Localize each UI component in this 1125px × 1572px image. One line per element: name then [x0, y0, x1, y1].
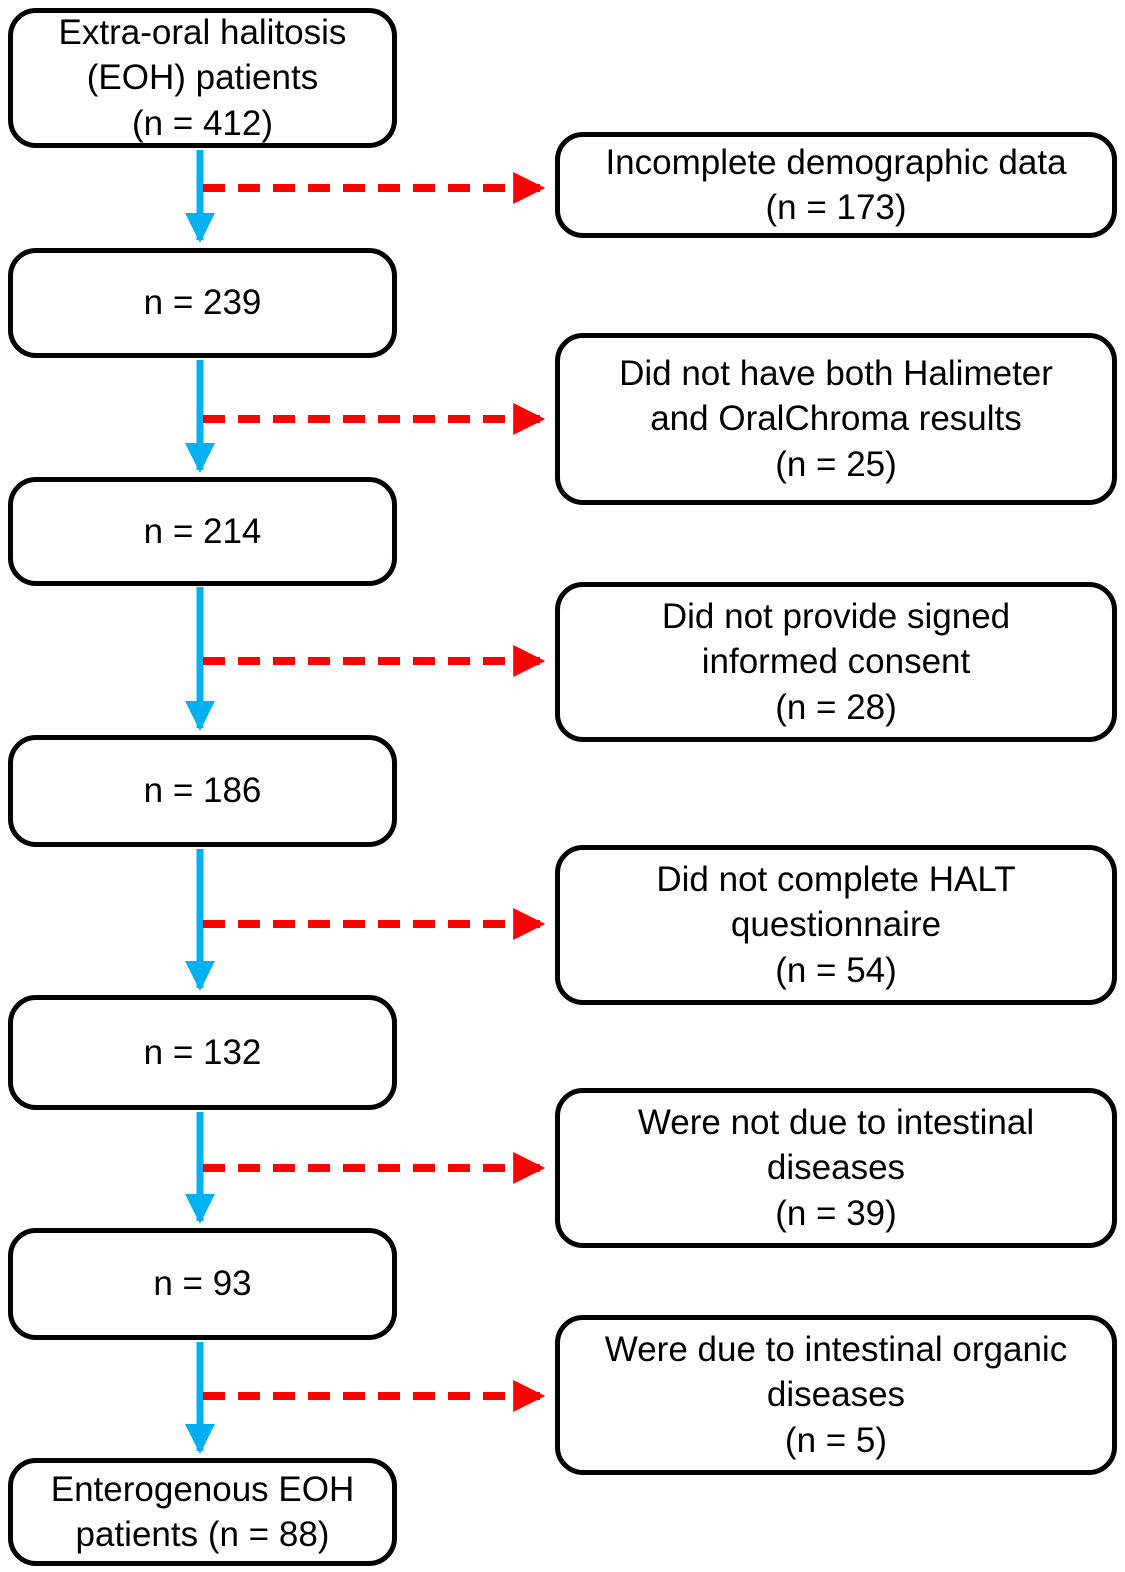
exclusion-box-label: Were due to intestinal organic diseases …: [604, 1329, 1068, 1460]
exclusion-box-label: Were not due to intestinal diseases (n =…: [637, 1102, 1035, 1233]
flow-box-label: n = 214: [143, 511, 262, 551]
flow-box-label: n = 93: [153, 1264, 252, 1304]
exclusion-box-1: Incomplete demographic data (n = 173): [555, 132, 1117, 238]
flow-box-2: n = 239: [8, 248, 397, 358]
flow-box-6: n = 93: [8, 1228, 397, 1340]
flow-box-label: n = 239: [143, 283, 262, 323]
flow-box-4: n = 186: [8, 735, 397, 847]
flow-box-1: Extra-oral halitosis (EOH) patients (n =…: [8, 8, 397, 148]
exclusion-box-3: Did not provide signed informed consent …: [555, 582, 1117, 742]
exclusion-box-6: Were due to intestinal organic diseases …: [555, 1315, 1117, 1475]
flow-box-label: Extra-oral halitosis (EOH) patients (n =…: [58, 12, 347, 143]
flow-box-7: Enterogenous EOH patients (n = 88): [8, 1458, 397, 1566]
flow-box-label: Enterogenous EOH patients (n = 88): [50, 1469, 355, 1555]
exclusion-box-5: Were not due to intestinal diseases (n =…: [555, 1088, 1117, 1248]
flow-box-label: n = 132: [143, 1032, 262, 1072]
exclusion-box-label: Did not complete HALT questionnaire (n =…: [656, 859, 1016, 990]
flow-box-3: n = 214: [8, 477, 397, 586]
exclusion-box-4: Did not complete HALT questionnaire (n =…: [555, 845, 1117, 1005]
flow-box-5: n = 132: [8, 995, 397, 1110]
exclusion-box-label: Did not have both Halimeter and OralChro…: [619, 353, 1053, 484]
flow-box-label: n = 186: [143, 771, 262, 811]
exclusion-box-2: Did not have both Halimeter and OralChro…: [555, 333, 1117, 505]
exclusion-box-label: Incomplete demographic data (n = 173): [605, 142, 1067, 228]
exclusion-box-label: Did not provide signed informed consent …: [661, 596, 1011, 727]
